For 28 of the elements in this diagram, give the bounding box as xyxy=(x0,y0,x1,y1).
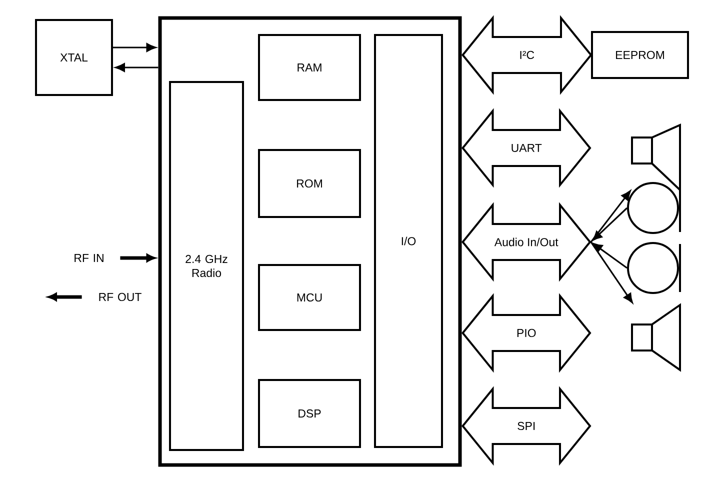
speaker-icon xyxy=(631,123,681,192)
block-box: EEPROM xyxy=(591,31,689,79)
edge-label: I²C xyxy=(518,50,536,60)
edge-label: SPI xyxy=(516,420,537,432)
arrow xyxy=(592,207,628,241)
edge-label: PIO xyxy=(515,328,538,338)
microphone-icon xyxy=(627,242,681,294)
microphone-icon xyxy=(627,182,681,234)
block-box: ROM xyxy=(258,149,361,218)
arrow xyxy=(48,293,82,301)
arrow xyxy=(592,242,628,269)
block-box: DSP xyxy=(258,378,361,448)
edge-label: Audio In/Out xyxy=(493,236,560,248)
signal-label: RF IN xyxy=(74,254,104,262)
chip-box xyxy=(158,16,462,467)
block-box: I/O xyxy=(374,34,443,448)
arrow xyxy=(115,63,158,72)
arrow xyxy=(590,242,633,304)
block-box: RAM xyxy=(258,34,361,101)
arrow xyxy=(113,43,156,52)
block-box: XTAL xyxy=(35,19,113,96)
signal-label: RF OUT xyxy=(99,292,142,302)
block-box: 2.4 GHz Radio xyxy=(169,81,244,451)
block-box: MCU xyxy=(258,264,361,331)
arrow xyxy=(120,254,155,262)
edge-label: UART xyxy=(510,142,543,153)
speaker-icon xyxy=(631,303,681,372)
arrow xyxy=(590,190,631,242)
